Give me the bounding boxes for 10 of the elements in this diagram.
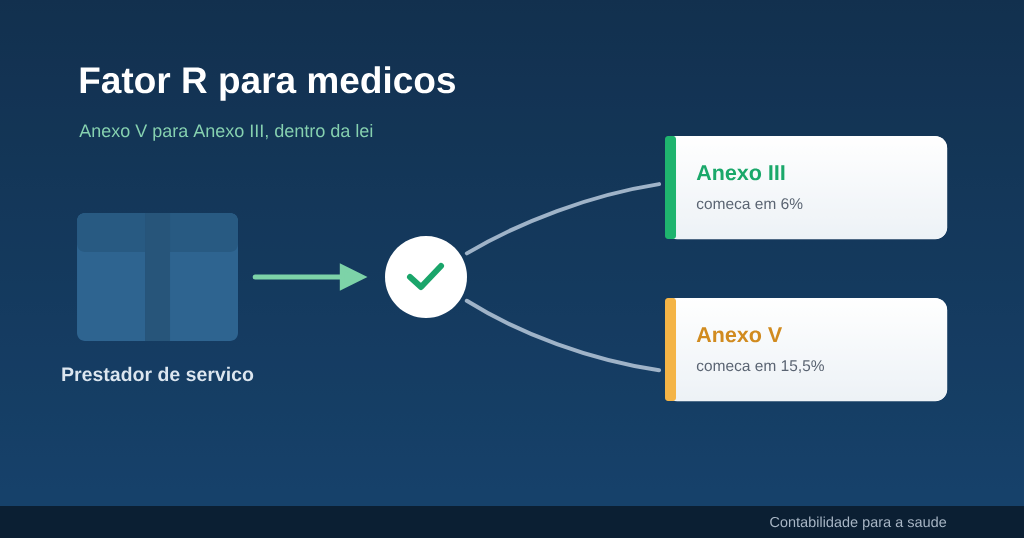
footer-text: Contabilidade para a saude xyxy=(770,516,947,530)
card-heading: Anexo III xyxy=(696,165,785,181)
connector xyxy=(464,298,662,373)
subtitle: Anexo V para Anexo III, dentro da lei xyxy=(79,123,373,141)
connector xyxy=(464,182,662,256)
card-text: comeca em 6% xyxy=(696,198,803,210)
node-caption: Prestador de servico xyxy=(62,366,254,382)
card-heading: Anexo V xyxy=(696,327,783,343)
card-text: comeca em 15,5% xyxy=(696,360,824,373)
title: Fator R para medicos xyxy=(80,66,455,101)
